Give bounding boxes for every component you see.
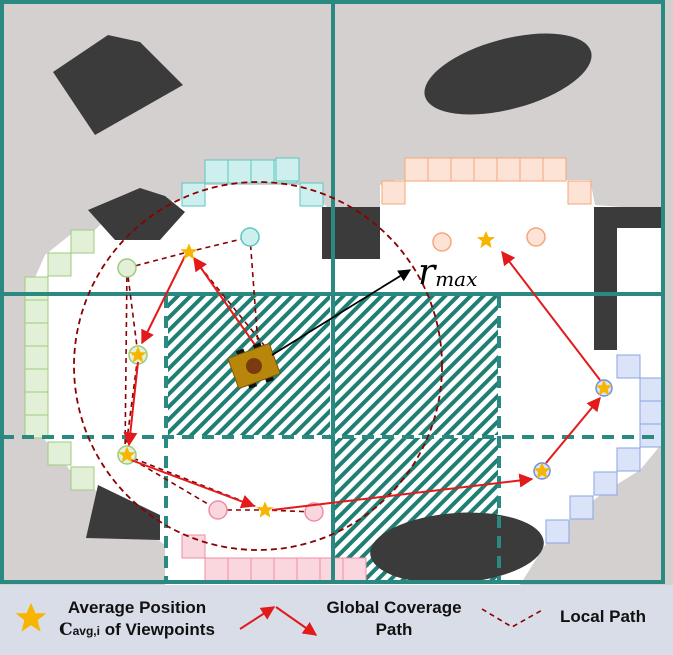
star-icon xyxy=(118,446,136,463)
viewpoint-green-top xyxy=(117,258,137,278)
average-position-stars xyxy=(118,230,613,518)
obstacle-wall-right xyxy=(594,207,664,350)
frontier-blue xyxy=(545,354,664,544)
subgrid-lines xyxy=(2,296,663,582)
coverage-diagram: rmax xyxy=(0,0,673,585)
obstacle-wall-center xyxy=(322,207,380,259)
frontier-cyan xyxy=(181,157,324,207)
obstacle-bottom-left xyxy=(86,485,160,540)
star-icon xyxy=(595,379,613,396)
global-coverage-path xyxy=(123,250,601,511)
legend-global-path-icon xyxy=(239,606,318,636)
legend-star-icon xyxy=(15,602,47,632)
covered-area-middle xyxy=(335,295,498,435)
star-icon xyxy=(256,501,274,518)
viewpoint-pink-right xyxy=(304,502,324,522)
obstacle-top-right xyxy=(424,33,592,115)
viewpoint-orange-right xyxy=(526,227,546,247)
star-icon xyxy=(129,346,147,363)
legend-avg-position: Average Position Cavg,i of Viewpoints xyxy=(59,598,215,640)
robot xyxy=(227,342,281,390)
viewpoint-cyan xyxy=(240,227,260,247)
star-icon xyxy=(180,243,198,260)
legend-local-path: Local Path xyxy=(560,607,646,626)
viewpoint-orange-left xyxy=(432,232,452,252)
star-icon xyxy=(533,462,551,479)
rmax-circle xyxy=(73,181,443,551)
rmax-label: rmax xyxy=(418,252,477,293)
star-icon xyxy=(476,230,496,249)
obstacle-mid-left xyxy=(88,188,185,240)
grid-lines xyxy=(0,0,665,584)
legend-local-path-icon xyxy=(481,608,545,628)
obstacle-top-left xyxy=(53,35,183,135)
legend-global-path: Global Coverage Path xyxy=(326,598,462,639)
legend: Average Position Cavg,i of Viewpoints Gl… xyxy=(0,585,673,655)
frontier-orange xyxy=(381,157,592,205)
rmax-arrow xyxy=(271,269,412,356)
viewpoint-pink-left xyxy=(208,500,228,520)
